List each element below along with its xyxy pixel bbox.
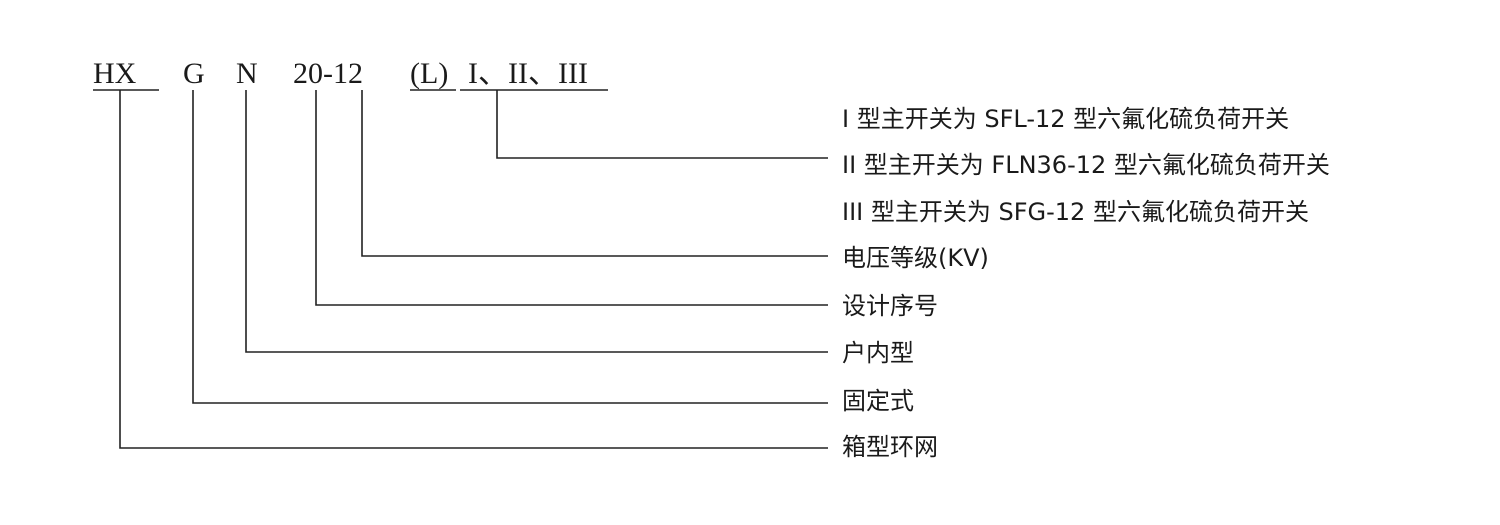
code-n: N <box>236 57 258 90</box>
leader-variants <box>496 90 828 159</box>
code-variants: I、II、III <box>468 57 588 90</box>
code-l: (L) <box>410 57 449 90</box>
label-design-no: 设计序号 <box>842 292 938 320</box>
label-type1: I 型主开关为 SFL-12 型六氟化硫负荷开关 <box>842 105 1290 133</box>
leader-indoor <box>245 90 828 353</box>
leader-design <box>315 90 828 306</box>
leader-fixed <box>192 90 828 404</box>
code-g: G <box>183 57 205 90</box>
code-design: 20-12 <box>293 57 363 90</box>
code-hx: HX <box>93 57 137 90</box>
leader-voltage <box>361 90 828 257</box>
label-type3: III 型主开关为 SFG-12 型六氟化硫负荷开关 <box>842 198 1309 226</box>
label-type2: II 型主开关为 FLN36-12 型六氟化硫负荷开关 <box>842 151 1330 179</box>
label-fixed: 固定式 <box>842 387 914 415</box>
leader-box-ring <box>119 90 828 449</box>
label-voltage: 电压等级(KV) <box>842 244 989 272</box>
label-indoor: 户内型 <box>842 339 914 367</box>
label-box-ring: 箱型环网 <box>842 433 938 461</box>
